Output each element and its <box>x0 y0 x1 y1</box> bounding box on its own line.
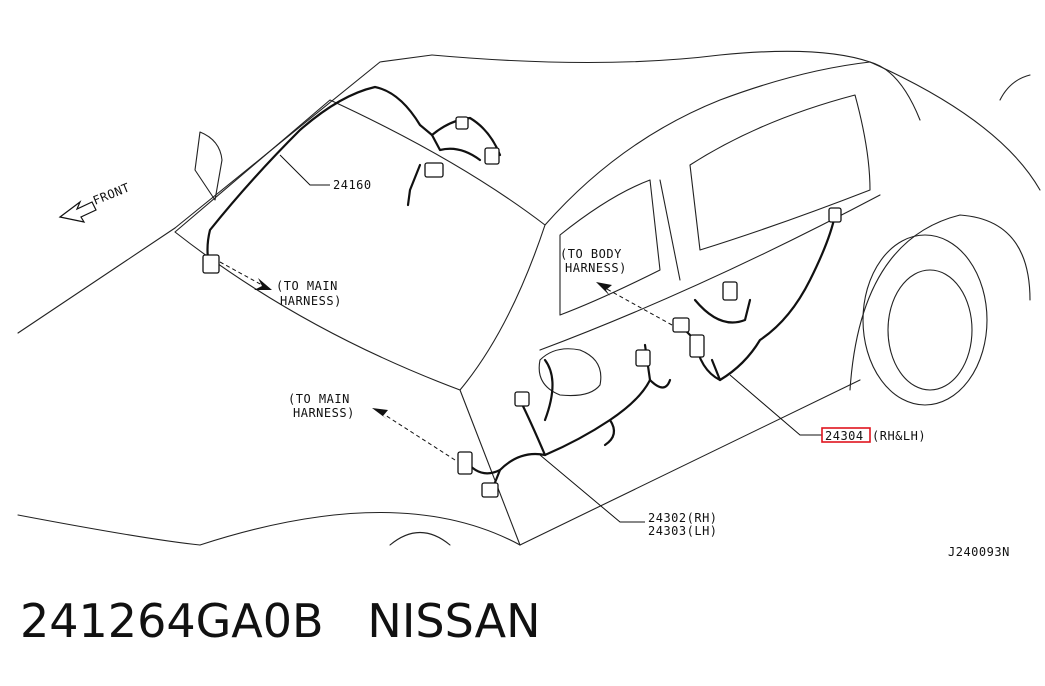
connection-arrows <box>219 261 673 461</box>
front-arrow-icon <box>58 200 97 223</box>
arrow-to-main-harness-left <box>372 408 388 420</box>
label-rear-door-part: 24304 <box>825 429 864 443</box>
highlight-box-24304 <box>821 427 871 443</box>
label-to-main-harness-left-2: HARNESS) <box>293 406 355 420</box>
label-to-main-harness-top-1: (TO MAIN <box>276 279 338 293</box>
car-body-outline <box>17 50 1041 546</box>
label-to-body-harness-2: HARNESS) <box>565 261 627 275</box>
label-rear-door-suffix: (RH&LH) <box>872 429 926 443</box>
leader-lines <box>279 154 822 523</box>
arrow-to-body-harness <box>596 282 612 296</box>
arrow-to-main-harness-top <box>254 278 272 290</box>
part-number: 241264GA0B <box>20 594 324 648</box>
label-front-door-lh: 24303(LH) <box>648 524 718 538</box>
label-to-body-harness-1: (TO BODY <box>560 247 622 261</box>
wiring-harness-diagram: FRONT 24160 (TO MAIN HARNESS) (TO BODY H… <box>17 50 1041 559</box>
part-caption: 241264GA0B NISSAN <box>20 598 541 644</box>
label-roof-harness: 24160 <box>333 178 372 192</box>
front-door-harness-wires <box>457 343 672 498</box>
label-to-main-harness-left-1: (TO MAIN <box>288 392 350 406</box>
label-front-door-rh: 24302(RH) <box>648 511 718 525</box>
rear-door-harness-wires <box>672 207 842 382</box>
front-label: FRONT <box>91 180 132 207</box>
brand-name: NISSAN <box>367 594 541 648</box>
front-direction-indicator: FRONT <box>58 180 132 223</box>
roof-harness-wires <box>202 85 502 274</box>
figure-code: J240093N <box>948 545 1010 559</box>
label-to-main-harness-top-2: HARNESS) <box>280 294 342 308</box>
